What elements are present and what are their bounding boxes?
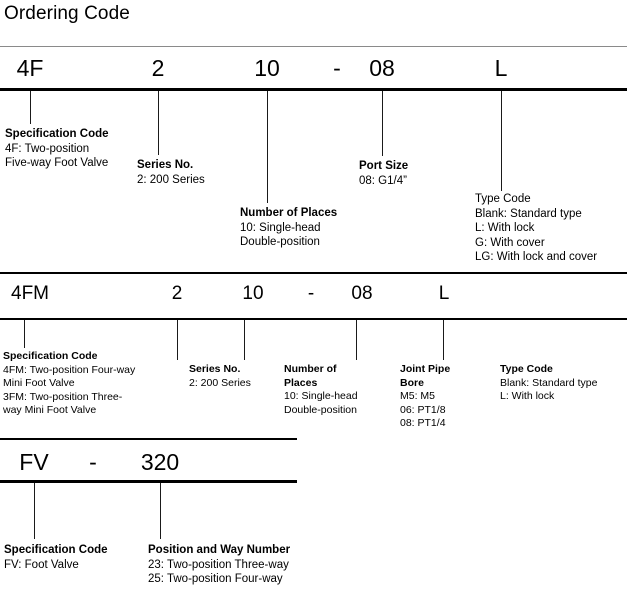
code-cell-type: L (494, 55, 508, 81)
note-line: 10: Single-head (240, 221, 321, 234)
code-cell-spec: FV (19, 449, 49, 475)
note-heading: Port Size (359, 160, 409, 172)
note-type-code: Type Code Blank: Standard type L: With l… (500, 363, 597, 404)
note-line: L: With lock (475, 222, 535, 234)
code-cell-places: 10 (254, 55, 280, 81)
note-line: Mini Foot Valve (3, 377, 75, 389)
leader-line-spec (34, 483, 35, 539)
note-heading: Specification Code (5, 128, 109, 140)
leader-line-spec (30, 91, 31, 124)
note-line: 25: Two-position Four-way (148, 573, 283, 585)
note-joint-pipe-bore: Joint Pipe Bore M5: M5 06: PT1/8 08: PT1… (400, 363, 450, 431)
note-line: M5: M5 (400, 390, 436, 402)
code-cell-series: 2 (151, 55, 165, 81)
note-heading: Joint Pipe (400, 363, 451, 375)
note-line: way Mini Foot Valve (3, 404, 97, 416)
leader-line-type (443, 320, 444, 360)
note-line: Double-position (284, 403, 357, 416)
leader-line-type (501, 91, 502, 191)
code-cell-places: 10 (242, 283, 264, 304)
code-cell-spec: 4F (16, 55, 44, 81)
note-line: G: With cover (475, 236, 545, 249)
note-series-no: Series No. 2: 200 Series (189, 363, 251, 390)
leader-line-position-way (160, 483, 161, 539)
section-4fm-top-rule (0, 272, 627, 274)
note-line: L: With lock (500, 390, 555, 402)
leader-line-spec (24, 320, 25, 348)
note-specification-code: Specification Code FV: Foot Valve (4, 543, 108, 572)
note-heading-line2: Places (284, 376, 318, 389)
section-fv-bottom-rule (0, 480, 297, 483)
note-heading: Series No. (189, 363, 241, 375)
leader-line-bore (356, 320, 357, 360)
note-specification-code: Specification Code 4F: Two-position Five… (5, 127, 109, 171)
leader-line-series (158, 91, 159, 155)
note-series-no: Series No. 2: 200 Series (137, 158, 205, 187)
note-specification-code: Specification Code 4FM: Two-position Fou… (3, 350, 135, 418)
note-line: Blank: Standard type (475, 207, 582, 220)
note-line: 23: Two-position Three-way (148, 558, 289, 571)
code-cell-dash: - (307, 283, 315, 304)
code-cell-position-way: 320 (140, 449, 180, 475)
code-cell-series: 2 (171, 283, 183, 304)
note-heading: Number of (284, 363, 337, 375)
note-heading: Series No. (137, 159, 194, 171)
note-line: 08: G1/4” (359, 174, 407, 187)
leader-line-series (177, 320, 178, 360)
leader-line-places (244, 320, 245, 360)
note-line: Double-position (240, 236, 320, 248)
code-cell-bore: 08 (351, 283, 373, 304)
section-4fm-bottom-rule (0, 318, 627, 320)
note-position-and-way-number: Position and Way Number 23: Two-position… (148, 543, 290, 587)
code-cell-dash: - (89, 449, 97, 475)
note-line: 2: 200 Series (189, 376, 251, 389)
section-4f-bottom-rule (0, 88, 627, 91)
note-heading: Number of Places (240, 207, 338, 219)
note-line: 3FM: Two-position Three- (3, 390, 123, 403)
note-heading: Specification Code (4, 544, 108, 556)
note-line: 10: Single-head (284, 390, 358, 402)
note-line: 4F: Two-position (5, 142, 90, 155)
note-heading: Type Code (500, 363, 553, 375)
page-title: Ordering Code (4, 3, 130, 24)
section-fv-code-row: FV - 320 (0, 447, 627, 481)
note-line: Five-way Foot Valve (5, 157, 109, 169)
section-4f-code-row: 4F 2 10 - 08 L (0, 53, 627, 87)
section-4fm-code-row: 4FM 2 10 - 08 L (0, 281, 627, 315)
note-number-of-places: Number of Places 10: Single-head Double-… (284, 363, 358, 417)
note-line: Blank: Standard type (500, 376, 598, 389)
note-number-of-places: Number of Places 10: Single-head Double-… (240, 206, 337, 250)
note-heading: Specification Code (3, 350, 98, 362)
code-cell-type: L (438, 283, 450, 304)
section-4f-top-rule (0, 46, 627, 47)
note-line: LG: With lock and cover (475, 251, 598, 263)
leader-line-port (382, 91, 383, 156)
note-port-size: Port Size 08: G1/4” (359, 159, 408, 188)
note-type-code: Type Code Blank: Standard type L: With l… (475, 192, 597, 265)
leader-line-places (267, 91, 268, 203)
section-fv-top-rule (0, 438, 297, 440)
note-line: 06: PT1/8 (400, 403, 446, 416)
note-heading: Position and Way Number (148, 544, 291, 556)
code-cell-dash: - (333, 55, 341, 81)
note-line: 2: 200 Series (137, 173, 205, 186)
note-heading: Type Code (475, 193, 531, 205)
note-line: 08: PT1/4 (400, 417, 446, 429)
note-line: 4FM: Two-position Four-way (3, 363, 136, 376)
note-heading-line2: Bore (400, 376, 424, 389)
code-cell-spec: 4FM (11, 283, 49, 304)
code-cell-port: 08 (369, 55, 395, 81)
note-line: FV: Foot Valve (4, 558, 79, 571)
